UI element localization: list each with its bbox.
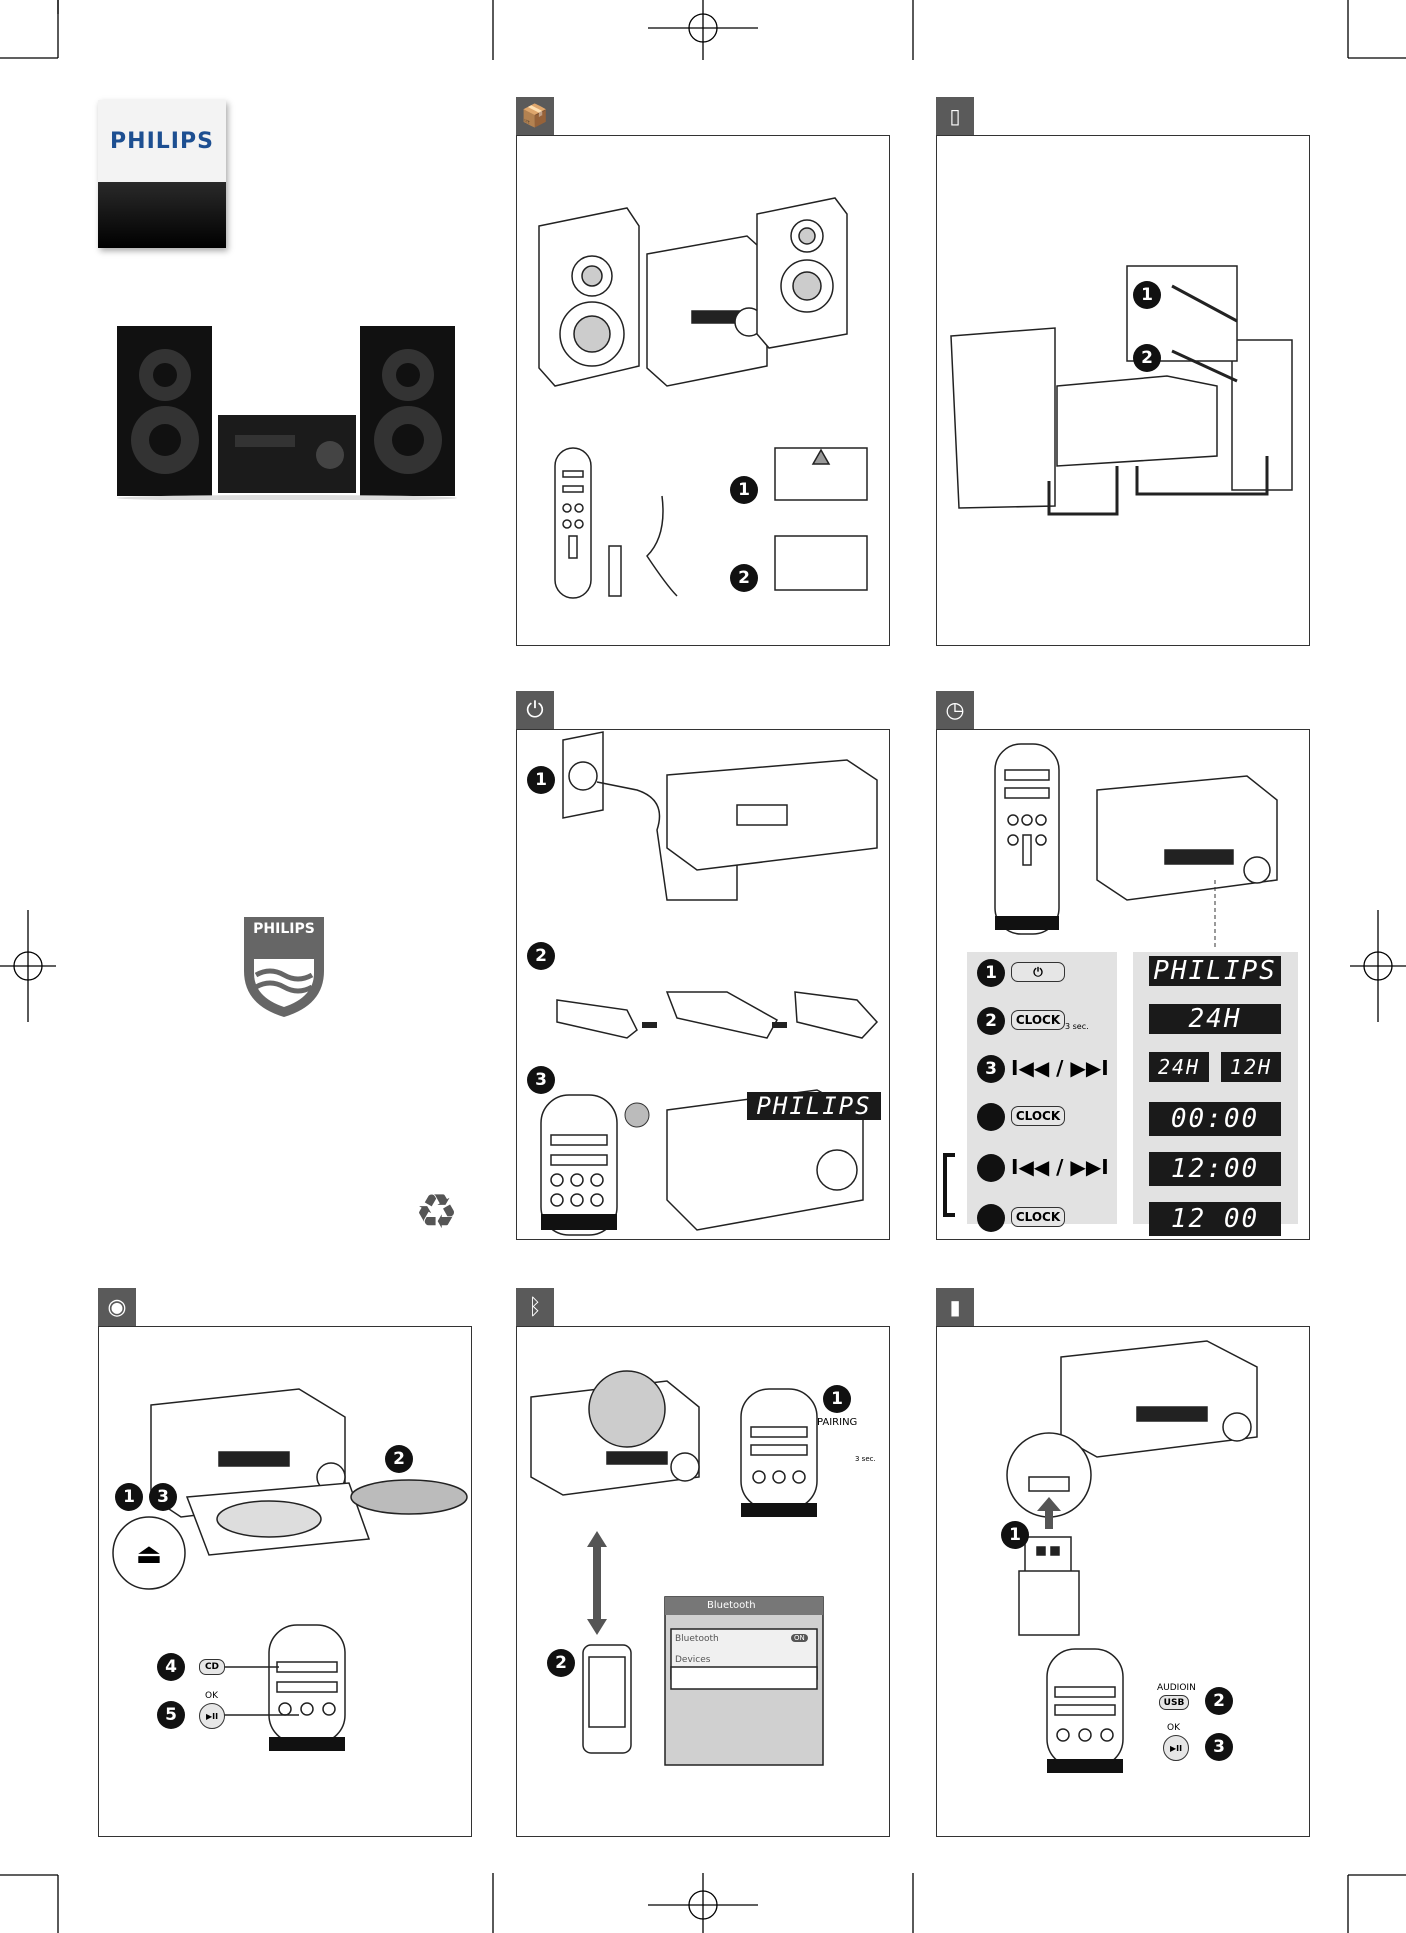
- unpack-tab: 📦: [516, 97, 554, 135]
- step-number: 1: [1133, 281, 1161, 309]
- product-photo: [117, 326, 457, 500]
- unpack-panel: 1 2: [516, 135, 890, 646]
- clock-display: 12H: [1221, 1052, 1281, 1082]
- step-number: 1: [823, 1385, 851, 1413]
- speaker-icon: ▯: [949, 104, 961, 128]
- step-number: 4: [157, 1653, 185, 1681]
- cd-button[interactable]: CD: [199, 1659, 225, 1675]
- cd-illustration: ⏏: [112, 1388, 468, 1751]
- step-number: 1: [527, 766, 555, 794]
- pairing-label: PAIRING: [817, 1417, 858, 1428]
- philips-shield-logo: PHILIPS: [244, 917, 324, 1017]
- speaker-tab: ▯: [936, 97, 974, 135]
- clock-display: 24H: [1149, 1004, 1281, 1034]
- ok-label: OK: [1167, 1723, 1180, 1733]
- power-icon: ⏻: [526, 697, 544, 723]
- step-number: 1: [1001, 1521, 1029, 1549]
- step-number: 2: [385, 1445, 413, 1473]
- power-display: PHILIPS: [747, 1092, 881, 1120]
- clock-display: 00:00: [1149, 1102, 1281, 1136]
- devices-heading: Devices: [675, 1655, 711, 1665]
- power-button[interactable]: ⏻: [1011, 962, 1065, 982]
- bluetooth-toggle[interactable]: ON: [791, 1634, 808, 1642]
- step-number: 2: [730, 564, 758, 592]
- step-number: 3: [527, 1066, 555, 1094]
- step-number: 2: [977, 1007, 1005, 1035]
- step-number: 3: [977, 1055, 1005, 1083]
- play-pause-button[interactable]: ▶II: [199, 1703, 225, 1729]
- audioin-label: AUDIOIN: [1157, 1683, 1196, 1693]
- power-panel: 1 2 3 PHILIPS: [516, 729, 890, 1240]
- brand-logo-box: PHILIPS: [98, 100, 226, 248]
- hold-label: 3 sec.: [1065, 1022, 1089, 1031]
- speaker-connection-illustration: [950, 265, 1293, 516]
- step-number: 2: [1133, 344, 1161, 372]
- unpack-illustration: [538, 197, 868, 599]
- bluetooth-panel: 1 PAIRING 3 sec. ≤ 10 m 2 Bluetooth Blue…: [516, 1326, 890, 1837]
- bluetooth-illustration: [530, 1370, 824, 1766]
- step-number: 5: [157, 1701, 185, 1729]
- usb-button[interactable]: USB: [1159, 1695, 1189, 1710]
- clock-display: 12:00: [1149, 1152, 1281, 1186]
- clock-display: PHILIPS: [1149, 956, 1281, 986]
- clock-tab: ◷: [936, 691, 974, 729]
- step-number: 3: [149, 1483, 177, 1511]
- step-number: 1: [730, 476, 758, 504]
- box-icon: 📦: [521, 103, 549, 129]
- speaker-panel: 1 2: [936, 135, 1310, 646]
- play-pause-button[interactable]: ▶II: [1163, 1735, 1189, 1761]
- clock-display: 12 00: [1149, 1202, 1281, 1236]
- recycle-icon: ♻: [415, 1184, 459, 1240]
- skip-buttons[interactable]: I◀◀ / ▶▶I: [1011, 1056, 1109, 1080]
- usb-panel: 1 AUDIOIN USB 2 OK ▶II 3: [936, 1326, 1310, 1837]
- usb-tab: ▮: [936, 1288, 974, 1326]
- clock-panel: 1 ⏻ 2 CLOCK 3 sec. 3 I◀◀ / ▶▶I CLOCK I◀◀…: [936, 729, 1310, 1240]
- power-illustration: [540, 731, 879, 1236]
- power-tab: ⏻: [516, 691, 554, 729]
- bluetooth-icon: ᛒ: [528, 1294, 542, 1320]
- bluetooth-tab: ᛒ: [516, 1288, 554, 1326]
- step-dot: [977, 1154, 1005, 1182]
- brand-logo-text: PHILIPS: [110, 128, 214, 154]
- hold-label: 3 sec.: [855, 1455, 876, 1463]
- shield-text: PHILIPS: [253, 921, 315, 937]
- step-dot: [977, 1103, 1005, 1131]
- disc-icon: ◉: [107, 1294, 127, 1320]
- clock-button[interactable]: CLOCK: [1011, 1010, 1065, 1030]
- phone-title: Bluetooth: [707, 1600, 756, 1611]
- clock-display: 24H: [1149, 1052, 1209, 1082]
- clock-icon: ◷: [945, 697, 965, 723]
- clock-button[interactable]: CLOCK: [1011, 1106, 1065, 1126]
- usb-icon: ▮: [949, 1295, 961, 1319]
- usb-illustration: [1006, 1340, 1258, 1773]
- ok-label: OK: [205, 1691, 218, 1701]
- phone-setting: Bluetooth: [675, 1634, 719, 1644]
- step-number: 2: [527, 942, 555, 970]
- step-number: 1: [115, 1483, 143, 1511]
- step-number: 3: [1205, 1733, 1233, 1761]
- cd-panel: ⏏ 1 3 2 4 CD OK 5 ▶II: [98, 1326, 472, 1837]
- eject-icon: ⏏: [136, 1537, 162, 1570]
- skip-buttons[interactable]: I◀◀ / ▶▶I: [1011, 1155, 1109, 1179]
- clock-button[interactable]: CLOCK: [1011, 1207, 1065, 1227]
- step-number: 2: [547, 1649, 575, 1677]
- step-dot: [977, 1204, 1005, 1232]
- distance-label: ≤ 10 m: [580, 1561, 594, 1602]
- step-number: 1: [977, 959, 1005, 987]
- step-number: 2: [1205, 1687, 1233, 1715]
- cd-tab: ◉: [98, 1288, 136, 1326]
